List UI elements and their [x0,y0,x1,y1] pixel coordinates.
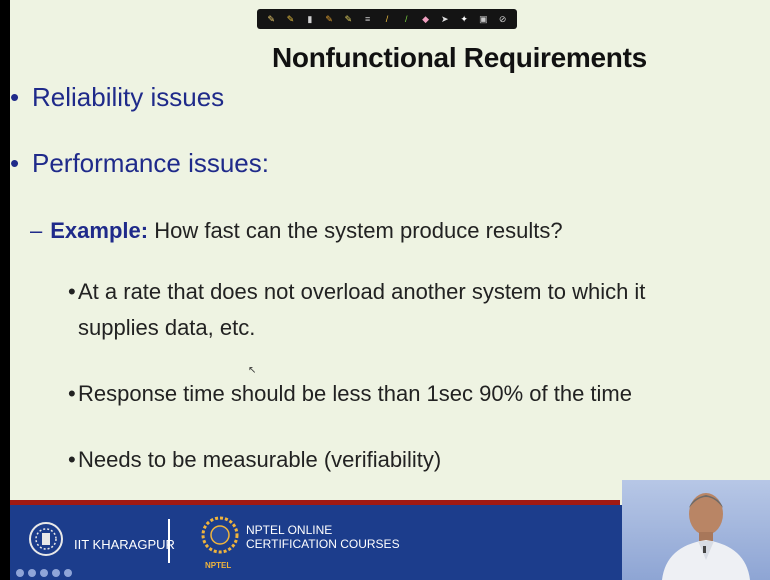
clear-icon[interactable]: ⊘ [498,14,507,24]
example-text: How fast can the system produce results? [154,218,563,243]
eraser-icon[interactable]: ◆ [422,14,429,24]
marker-icon[interactable]: / [404,14,408,24]
nptel-line2: CERTIFICATION COURSES [246,537,400,551]
bullet-reliability: • Reliability issues [10,82,224,113]
pen-icon[interactable]: ✎ [325,14,333,24]
nptel-line1: NPTEL ONLINE [246,523,333,537]
bullet-dot-icon: • [10,148,20,178]
nav-menu-icon[interactable] [28,569,36,577]
slide-nav-controls [16,569,72,577]
sub-bullet-measurable: •Needs to be measurable (verifiability) [68,442,441,478]
nptel-small-label: NPTEL [205,561,232,570]
nav-more-icon[interactable] [64,569,72,577]
sub-bullet-rate: •At a rate that does not overload anothe… [68,274,645,346]
iit-label: IIT KHARAGPUR [74,537,175,552]
footer-divider [168,519,170,563]
sub-bullet-response: •Response time should be less than 1sec … [68,376,632,412]
bullet-text: Performance issues: [32,148,269,178]
pen-icon[interactable]: ✎ [344,14,353,24]
sub-bullet-text: Response time should be less than 1sec 9… [78,381,632,406]
bullet-text: Reliability issues [32,82,225,112]
nav-zoom-icon[interactable] [52,569,60,577]
pen-icon[interactable]: ✎ [286,14,295,24]
sub-bullet-text: At a rate that does not overload another… [78,279,646,304]
sub-bullet-text: supplies data, etc. [78,315,256,340]
nav-pen-icon[interactable] [40,569,48,577]
text-icon[interactable]: ≡ [365,14,371,24]
pencil-icon[interactable]: / [385,14,389,24]
nptel-logo-icon [201,516,239,554]
laser-pointer-icon[interactable]: ✦ [460,14,468,24]
arrow-pointer-icon[interactable]: ➤ [441,14,449,24]
slide: ✎ ✎ ▮ ✎ ✎ ≡ / / ◆ ➤ ✦ ▣ ⊘ Nonfunctional … [10,0,770,580]
bullet-dot-icon: • [68,279,76,304]
mouse-cursor-icon: ↖ [248,365,257,376]
annotation-toolbar: ✎ ✎ ▮ ✎ ✎ ≡ / / ◆ ➤ ✦ ▣ ⊘ [257,9,517,29]
speaker-figure [662,493,750,580]
pen-icon[interactable]: ✎ [267,14,276,24]
speaker-video [622,480,770,580]
accent-divider [10,500,620,505]
iit-logo-icon [29,522,63,556]
dash-icon: – [30,218,43,243]
bullet-dot-icon: • [68,447,76,472]
bullet-performance: • Performance issues: [10,148,269,179]
example-label: Example: [50,218,149,243]
bullet-dot-icon: • [68,381,76,406]
example-line: –Example: How fast can the system produc… [30,218,563,244]
bullet-dot-icon: • [10,82,20,112]
nav-prev-icon[interactable] [16,569,24,577]
nptel-text: NPTEL ONLINE CERTIFICATION COURSES [246,523,400,551]
sub-bullet-text: Needs to be measurable (verifiability) [78,447,442,472]
slide-title: Nonfunctional Requirements [272,42,647,73]
screen-icon[interactable]: ▣ [479,14,488,24]
highlighter-icon[interactable]: ▮ [307,14,313,24]
top-bar: ✎ ✎ ▮ ✎ ✎ ≡ / / ◆ ➤ ✦ ▣ ⊘ [10,0,770,38]
